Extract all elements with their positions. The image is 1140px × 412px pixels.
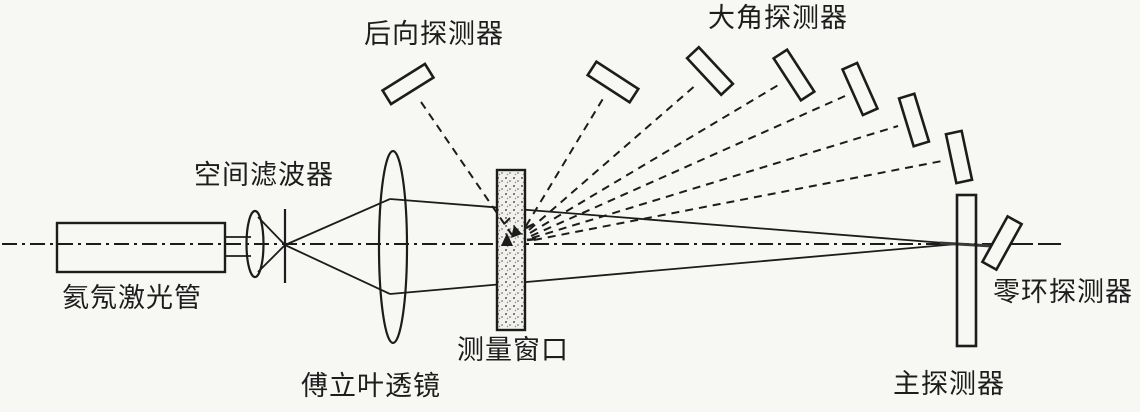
scatter-particle [501, 233, 513, 246]
scattered-ray [530, 95, 846, 237]
large-angle-detector-1 [585, 59, 641, 105]
large-angle-detector-6 [944, 129, 974, 185]
label-laser-tube: 氦氖激光管 [62, 283, 202, 313]
label-main-detector: 主探测器 [893, 369, 1005, 399]
beam-ray [284, 244, 391, 295]
scattered-ray [528, 83, 698, 231]
scattered-ray [531, 125, 899, 239]
beam-ray [257, 244, 286, 273]
transmitted-beam [939, 241, 993, 248]
beam-ray [389, 243, 958, 295]
large-angle-detector-2 [685, 45, 735, 97]
spatial-filter-lens [245, 209, 265, 279]
label-large-angle-detector: 大角探测器 [708, 3, 848, 33]
zero-ring-detector [980, 214, 1024, 272]
measurement-window [495, 168, 527, 332]
scatter-particle [511, 225, 522, 238]
label-backward-detector: 后向探测器 [364, 19, 504, 49]
label-measurement-window: 测量窗口 [457, 335, 569, 365]
scatter-mark [525, 222, 535, 230]
beam-ray [284, 198, 391, 246]
backward-detector [380, 62, 436, 106]
fourier-lens [377, 149, 409, 345]
large-angle-detector-4 [840, 61, 880, 117]
scattered-ray [529, 83, 781, 234]
laser-tube [55, 221, 227, 274]
beam-ray [389, 198, 958, 245]
scattered-ray [525, 96, 605, 227]
label-fourier-lens: 傅立叶透镜 [301, 371, 441, 401]
large-angle-detector-5 [897, 92, 931, 148]
label-zero-ring-detector: 零环探测器 [993, 277, 1133, 307]
main-detector [955, 193, 978, 348]
large-angle-detector-3 [771, 47, 817, 103]
label-spatial-filter: 空间滤波器 [194, 160, 334, 190]
beam-ray [257, 216, 286, 246]
